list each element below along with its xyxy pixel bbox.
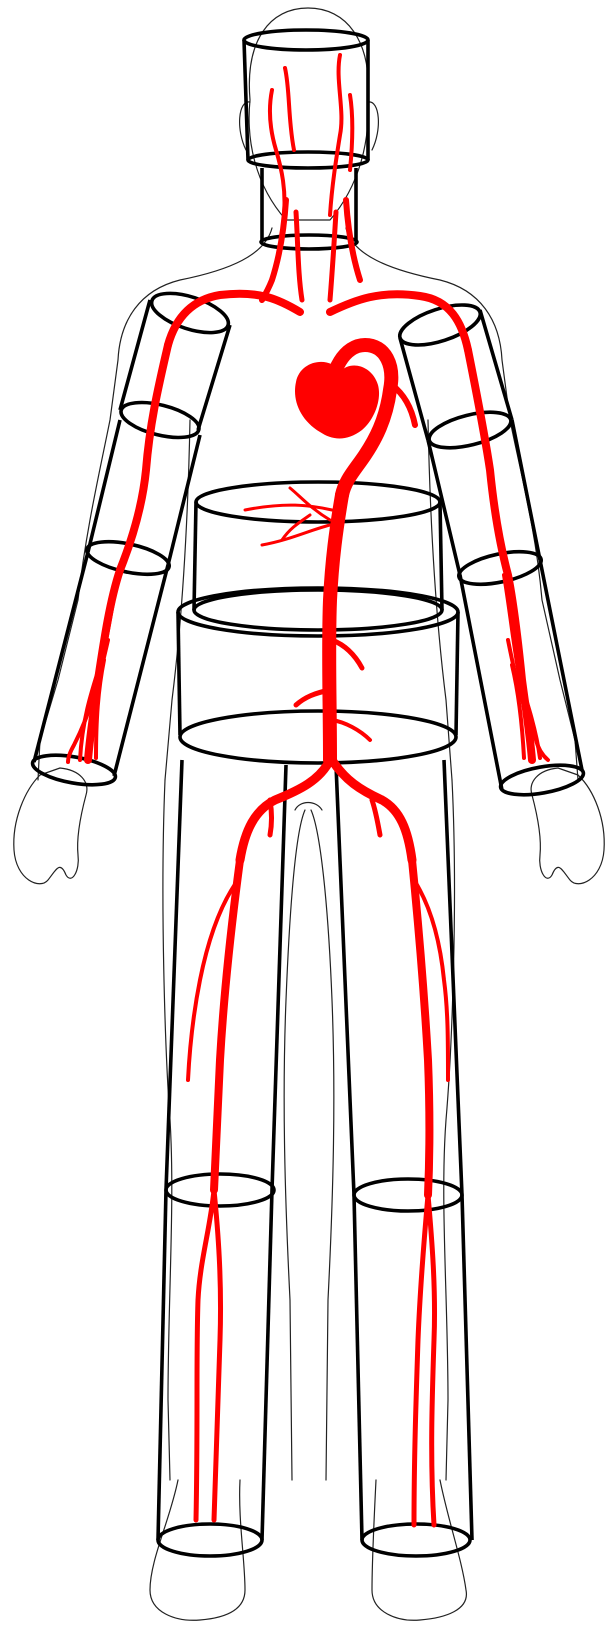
femoral-left <box>214 860 240 1190</box>
left-torso-side <box>165 420 190 780</box>
carotid-left <box>262 200 286 300</box>
tibial-left-2 <box>214 1190 221 1520</box>
iliac-stub-right <box>372 800 380 835</box>
inner-legs-outline <box>284 803 334 1481</box>
head-artery-right <box>330 55 341 215</box>
arterial-tree <box>68 55 548 1525</box>
left-hand-outline <box>14 768 87 884</box>
radial-left <box>80 570 120 760</box>
iliac-right <box>332 760 412 860</box>
tibial-left-1 <box>196 1190 214 1520</box>
thorax-segment <box>194 482 442 630</box>
renal-branch-right <box>332 640 362 668</box>
carotid-inner-right <box>330 212 336 300</box>
iliac-stub-left <box>270 800 272 835</box>
head-artery-right-2 <box>350 95 352 170</box>
neck-segment <box>261 168 357 249</box>
carotid-inner-left <box>296 212 302 300</box>
head-artery-left-2 <box>285 68 294 150</box>
abdomen-segment <box>178 588 458 763</box>
arch-branch <box>392 385 415 425</box>
thoracic-branch-1 <box>245 505 332 510</box>
tibial-right-2 <box>428 1195 435 1525</box>
heart-icon <box>295 362 379 439</box>
forearm-left-segment <box>30 420 200 790</box>
subclavian-left <box>168 294 300 345</box>
segment-cylinders <box>30 30 585 1556</box>
thoracic-branch-2 <box>262 525 330 545</box>
tibial-right-1 <box>414 1195 428 1525</box>
mesenteric-branch <box>332 720 370 740</box>
